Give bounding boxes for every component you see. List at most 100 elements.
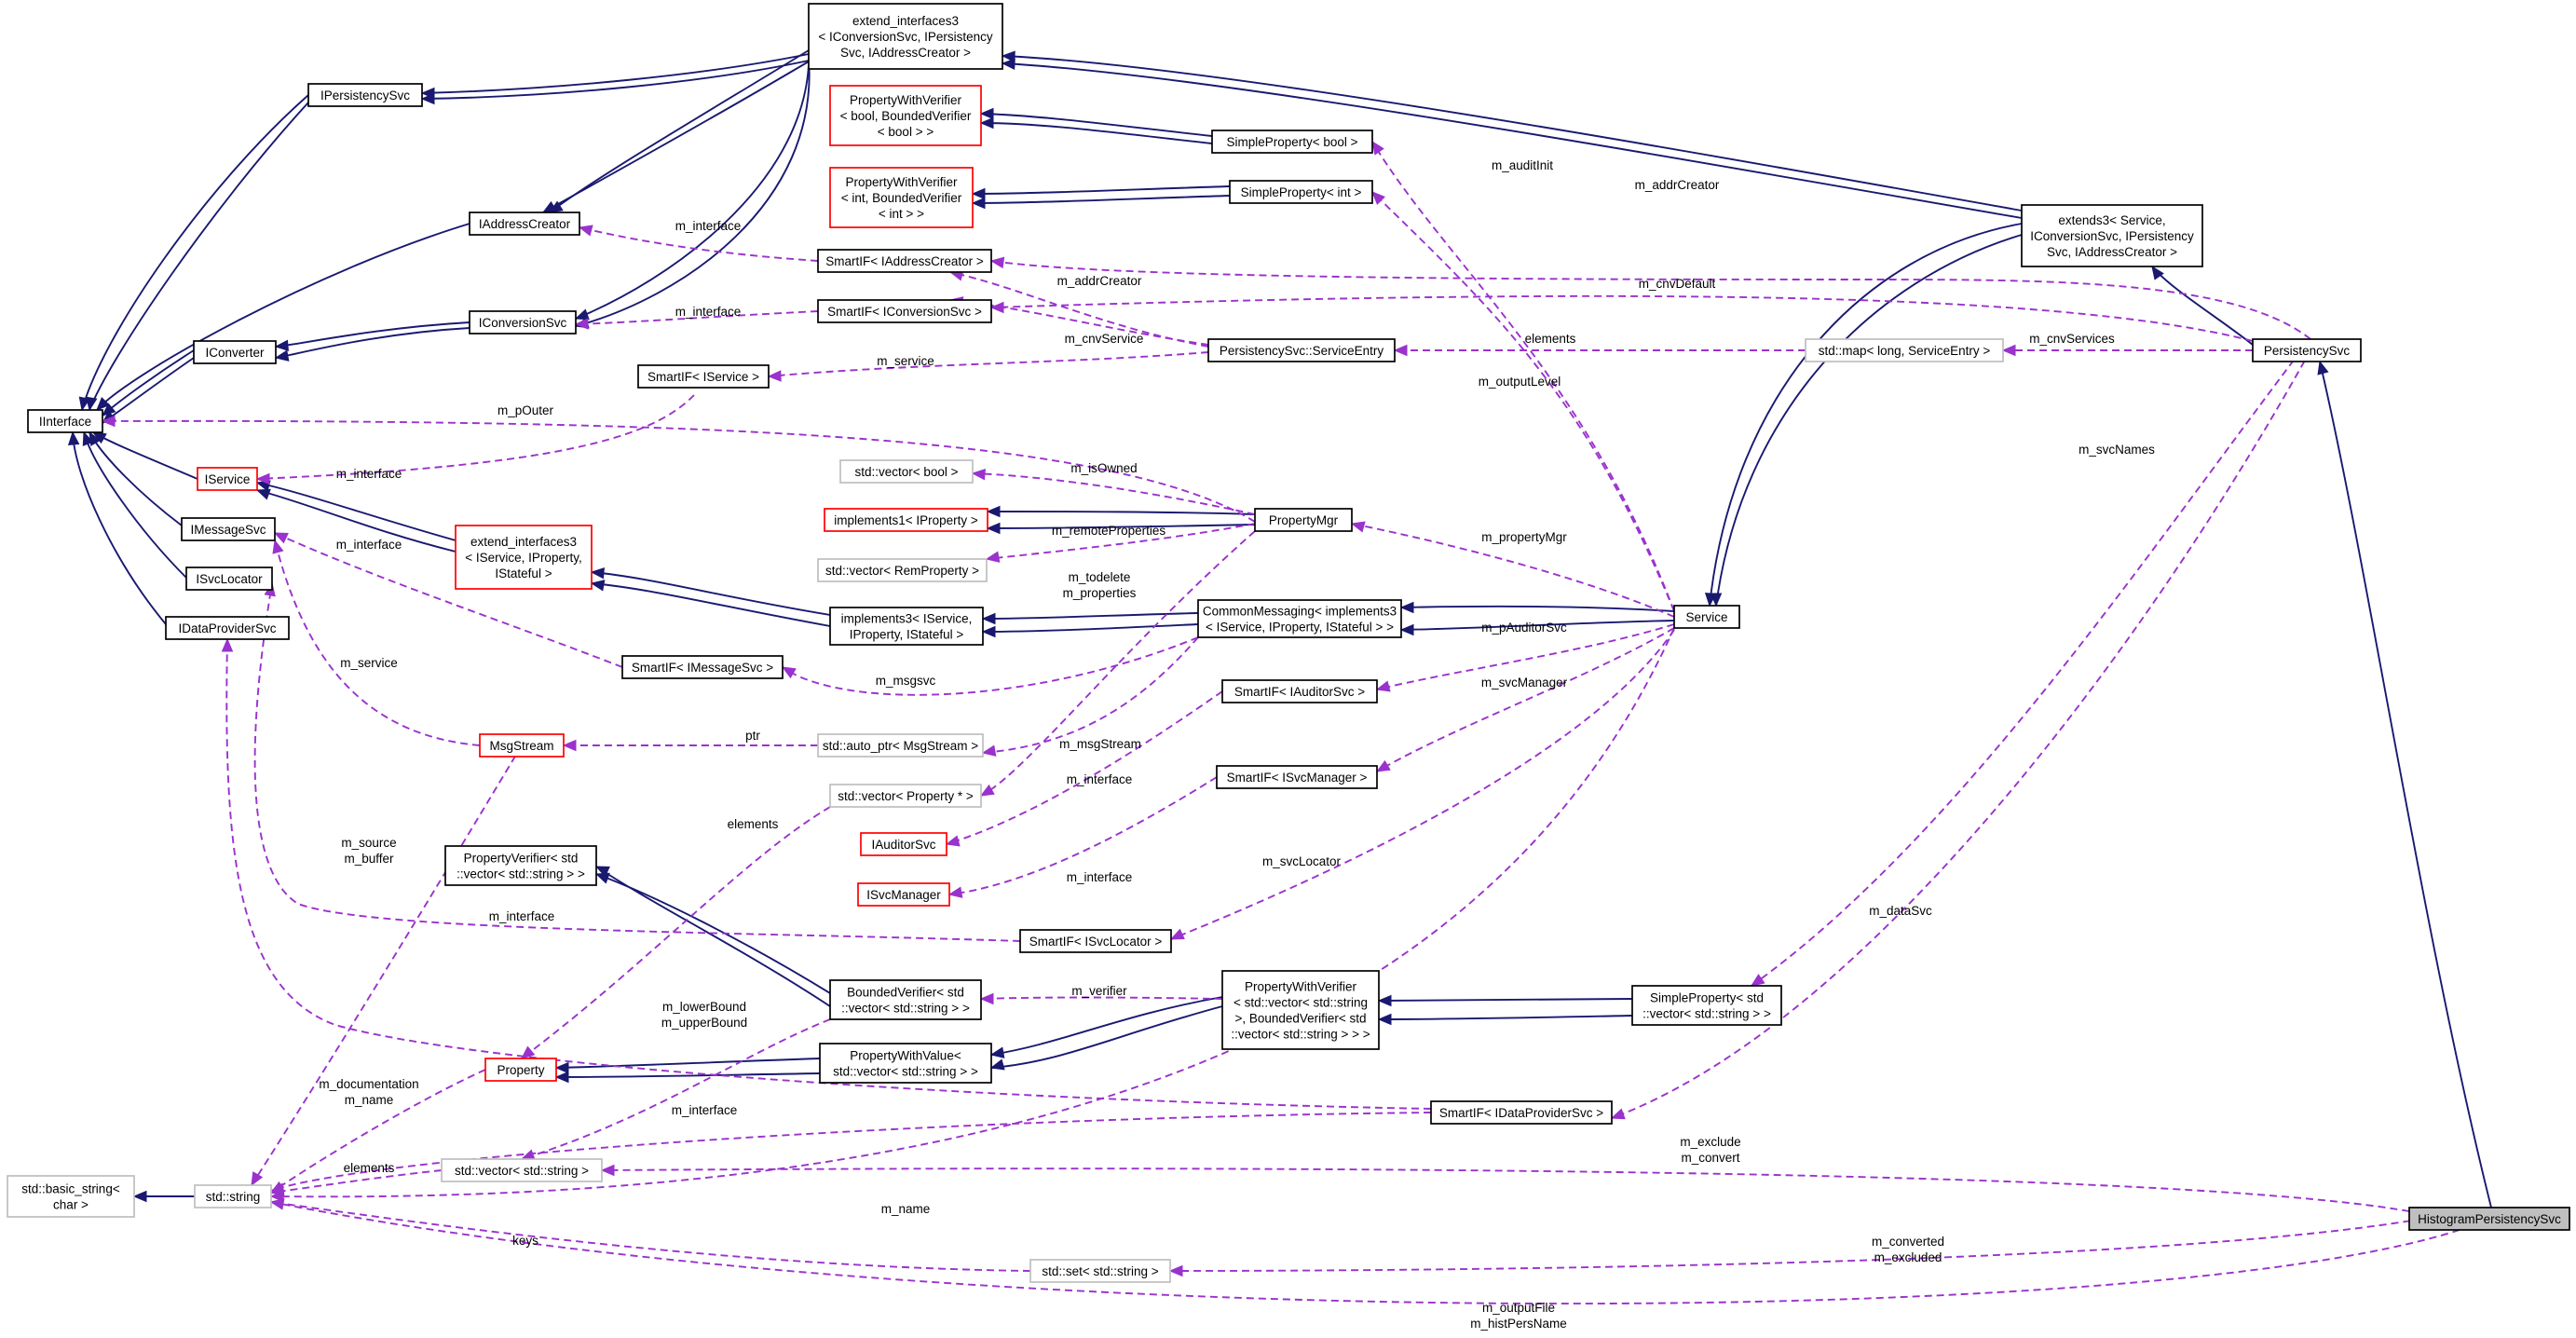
class-node-SP_vec[interactable]: SimpleProperty< std::vector< std::string… [1631, 985, 1782, 1026]
usage-edge [767, 351, 1209, 382]
class-node-label: IInterface [39, 415, 91, 429]
edge-label-text: m_histPersName [1470, 1317, 1567, 1331]
class-node-MsgStream[interactable]: MsgStream [479, 733, 565, 758]
edge-label-text: elements [728, 817, 779, 831]
class-node-label: std::vector< RemProperty > [825, 564, 979, 578]
edge-label-m_service: m_service [877, 354, 934, 368]
edge-label-text: m_service [340, 656, 398, 670]
class-node-PS_ServiceEntry[interactable]: PersistencySvc::ServiceEntry [1207, 338, 1396, 362]
class-node-SmartIF_IMessageSvc[interactable]: SmartIF< IMessageSvc > [621, 655, 784, 679]
class-node-basic_string[interactable]: std::basic_string<char > [7, 1175, 135, 1218]
class-node-ISvcLocator[interactable]: ISvcLocator [185, 567, 273, 591]
usage-edge [272, 539, 481, 746]
usage-edge [600, 1164, 2410, 1212]
inheritance-edge [420, 53, 810, 100]
class-node-implements1[interactable]: implements1< IProperty > [824, 508, 988, 532]
class-node-IDataProviderSvc[interactable]: IDataProviderSvc [165, 616, 290, 640]
class-node-vec_Property_ptr[interactable]: std::vector< Property * > [829, 784, 982, 808]
class-node-IConverter[interactable]: IConverter [193, 340, 277, 364]
class-node-label: SimpleProperty< std [1650, 991, 1764, 1005]
class-node-IInterface[interactable]: IInterface [27, 409, 103, 433]
class-node-SmartIF_IAuditorSvc[interactable]: SmartIF< IAuditorSvc > [1221, 679, 1378, 703]
class-node-CommonMessaging[interactable]: CommonMessaging< implements3< IService, … [1197, 599, 1402, 638]
inheritance-edge [554, 1071, 821, 1084]
class-node-SmartIF_ISvcManager[interactable]: SmartIF< ISvcManager > [1216, 765, 1378, 789]
class-node-ISvcManager[interactable]: ISvcManager [857, 882, 950, 907]
edge-label-m_addrCreator: m_addrCreator [1635, 178, 1720, 192]
edge-label-m_msgsvc: m_msgsvc [876, 674, 936, 688]
class-node-IAuditorSvc[interactable]: IAuditorSvc [860, 832, 947, 856]
class-node-PropertyWithValue[interactable]: PropertyWithValue<std::vector< std::stri… [819, 1043, 992, 1084]
class-node-PersistencySvc[interactable]: PersistencySvc [2252, 338, 2362, 362]
class-node-SmartIF_IService[interactable]: SmartIF< IService > [637, 364, 770, 389]
usage-edge [269, 1198, 1031, 1272]
edge-label-text: m_pAuditorSvc [1481, 621, 1567, 635]
class-node-SP_bool[interactable]: SimpleProperty< bool > [1211, 130, 1373, 154]
class-node-HistogramPersistencySvc[interactable]: HistogramPersistencySvc [2408, 1207, 2570, 1231]
inheritance-edge [981, 612, 1199, 625]
inheritance-edge [590, 567, 831, 616]
edge-label-m_name: m_name [881, 1202, 931, 1216]
class-node-label: std::vector< std::string > [455, 1164, 589, 1178]
class-node-BoundedVerifier[interactable]: BoundedVerifier< std::vector< std::strin… [829, 979, 982, 1020]
edge-label-text: m_dataSvc [1869, 904, 1932, 918]
usage-edge [273, 532, 623, 668]
class-node-IConversionSvc[interactable]: IConversionSvc [469, 310, 577, 334]
class-node-SmartIF_IAddressCreator[interactable]: SmartIF< IAddressCreator > [817, 249, 992, 273]
edge-label-text: keys [512, 1234, 538, 1248]
edge-label-text: m_name [345, 1093, 394, 1107]
class-node-Service[interactable]: Service [1673, 605, 1740, 629]
class-node-PropertyVerifier[interactable]: PropertyVerifier< std::vector< std::stri… [444, 845, 597, 886]
class-node-map_ServiceEntry[interactable]: std::map< long, ServiceEntry > [1805, 338, 2004, 362]
class-node-label: ISvcManager [866, 888, 941, 902]
class-node-SmartIF_IConversionSvc[interactable]: SmartIF< IConversionSvc > [817, 299, 992, 323]
class-node-set_string[interactable]: std::set< std::string > [1029, 1259, 1171, 1283]
class-node-PWV_vec[interactable]: PropertyWithVerifier< std::vector< std::… [1221, 970, 1380, 1050]
class-node-label: IService [205, 472, 251, 486]
edge-label-m_verifier: m_verifier [1071, 984, 1127, 998]
edge-label-text: m_isOwned [1070, 461, 1137, 475]
edge-label-text: m_todelete [1069, 570, 1131, 584]
class-node-auto_ptr_MsgStream[interactable]: std::auto_ptr< MsgStream > [817, 733, 984, 758]
edge-label-text: m_interface [489, 909, 555, 923]
class-node-IMessageSvc[interactable]: IMessageSvc [181, 517, 276, 541]
usage-edge [1350, 521, 1675, 618]
class-node-std_string[interactable]: std::string [194, 1184, 272, 1208]
edge-label-text: m_outputFile [1482, 1301, 1555, 1315]
inheritance-edge [971, 195, 1231, 210]
class-node-IService[interactable]: IService [197, 467, 258, 491]
class-node-IPersistencySvc[interactable]: IPersistencySvc [307, 83, 423, 107]
inheritance-edge [1377, 1013, 1633, 1026]
class-node-extend_interfaces3_top[interactable]: extend_interfaces3< IConversionSvc, IPer… [808, 3, 1003, 70]
usage-edge [251, 744, 523, 1187]
class-node-SmartIF_ISvcLocator[interactable]: SmartIF< ISvcLocator > [1019, 929, 1172, 953]
edge-label-text: m_interface [336, 467, 402, 481]
class-node-vec_string[interactable]: std::vector< std::string > [441, 1158, 603, 1182]
class-node-Property[interactable]: Property [484, 1058, 557, 1082]
class-node-PWV_bool[interactable]: PropertyWithVerifier< bool, BoundedVerif… [829, 85, 982, 146]
class-node-label: ::vector< std::string > > > [1231, 1028, 1370, 1042]
class-node-label: implements3< IService, [841, 612, 973, 626]
edge-label-text: m_outputLevel [1479, 375, 1561, 389]
class-node-PropertyMgr[interactable]: PropertyMgr [1254, 508, 1353, 532]
class-node-vec_RemProperty[interactable]: std::vector< RemProperty > [817, 558, 988, 582]
usage-edge [574, 310, 819, 330]
class-node-SmartIF_IDataProviderSvc[interactable]: SmartIF< IDataProviderSvc > [1430, 1100, 1613, 1125]
edge-label-elements: elements [1525, 332, 1576, 346]
edge-label-text: m_interface [672, 1103, 738, 1117]
class-node-IAddressCreator[interactable]: IAddressCreator [469, 212, 580, 236]
edge-label-m_service: m_service [340, 656, 398, 670]
class-node-SP_int[interactable]: SimpleProperty< int > [1229, 180, 1373, 204]
class-node-implements3[interactable]: implements3< IService,IProperty, IStatef… [829, 607, 984, 646]
class-node-PWV_int[interactable]: PropertyWithVerifier< int, BoundedVerifi… [829, 167, 974, 228]
class-node-label: Svc, IAddressCreator > [2047, 245, 2177, 259]
class-node-extend_interfaces3_mid[interactable]: extend_interfaces3< IService, IProperty,… [455, 525, 593, 590]
edge-label-m_isOwned: m_isOwned [1070, 461, 1137, 475]
class-node-label: PropertyWithVerifier [1245, 980, 1357, 994]
class-node-label: std::set< std::string > [1042, 1264, 1158, 1278]
class-node-vec_bool[interactable]: std::vector< bool > [839, 459, 974, 484]
class-node-extends3[interactable]: extends3< Service,IConversionSvc, IPersi… [2021, 204, 2203, 267]
